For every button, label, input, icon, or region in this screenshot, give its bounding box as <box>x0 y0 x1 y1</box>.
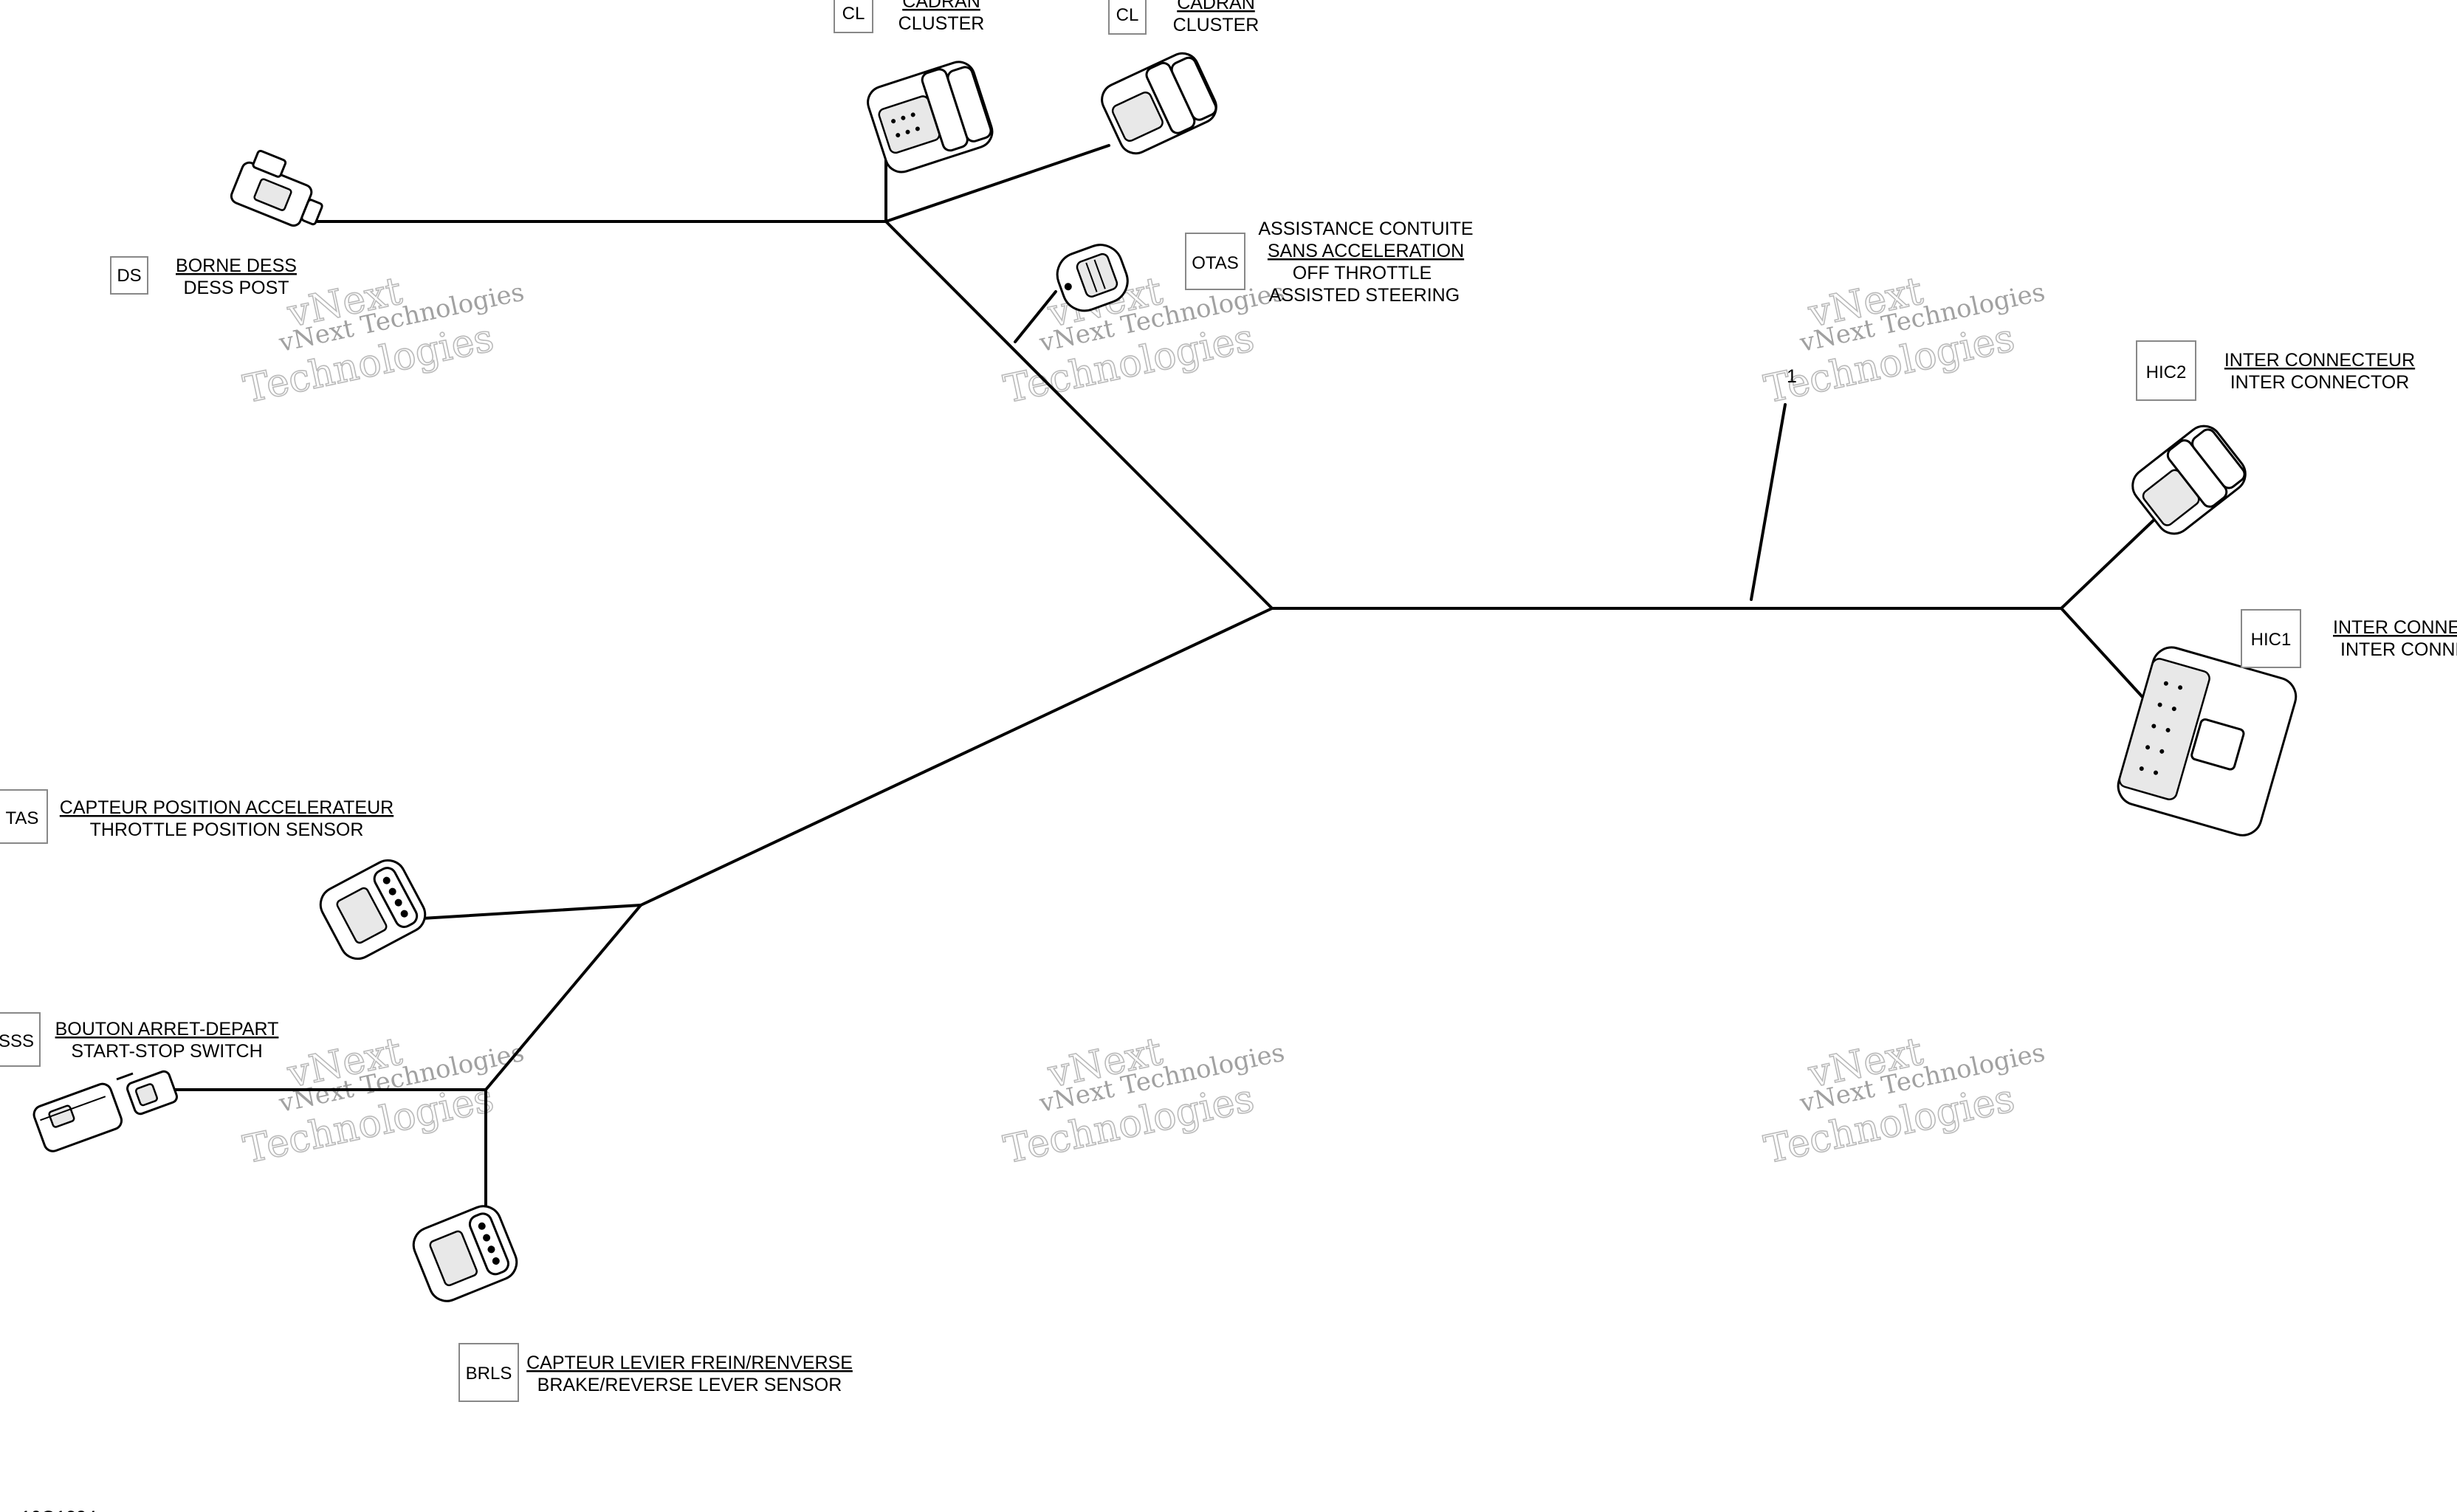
label-ds-fr: BORNE DESS <box>176 255 297 276</box>
wire-lower-branch <box>484 904 642 1091</box>
label-brls: BRLS CAPTEUR LEVIER FREIN/RENVERSE BRAKE… <box>458 1343 853 1402</box>
label-otas-fr2: SANS ACCELERATION <box>1268 241 1464 261</box>
connector-cl1-drawing <box>867 61 994 173</box>
figure-id: 10G1234 <box>21 1508 97 1512</box>
label-brls-en: BRAKE/REVERSE LEVER SENSOR <box>537 1375 842 1395</box>
code-box-cl2 <box>1108 0 1147 35</box>
code-box-hic2 <box>2136 340 2196 401</box>
wire-main-lower <box>639 607 1274 907</box>
label-hic2-en: INTER CONNECTOR <box>2230 372 2410 393</box>
wire-tas <box>408 904 642 921</box>
connector-otas-drawing <box>1056 244 1129 312</box>
label-hic2-fr: INTER CONNECTEUR <box>2224 350 2415 371</box>
wire-hic1 <box>2060 607 2151 707</box>
label-tas-fr: CAPTEUR POSITION ACCELERATEUR <box>60 797 394 818</box>
code-cl1: CL <box>842 4 865 24</box>
label-sss: SSS BOUTON ARRET-DEPART START-STOP SWITC… <box>0 1012 279 1067</box>
label-cl2: CL CADRAN CLUSTER <box>1108 0 1260 35</box>
code-otas: OTAS <box>1192 253 1239 273</box>
code-box-brls <box>458 1343 519 1402</box>
code-box-ds <box>110 256 148 295</box>
label-hic1: HIC1 INTER CONNE INTER CONNE <box>2241 609 2457 668</box>
label-ds-en: DESS POST <box>183 278 289 298</box>
code-ds: DS <box>117 266 141 286</box>
label-cl1-en: CLUSTER <box>898 13 985 34</box>
watermark: vNext vNext Technologies Technologies vN… <box>239 269 2047 1173</box>
wire-otas <box>1014 290 1057 343</box>
connector-tas-drawing <box>319 859 427 961</box>
label-cl2-en: CLUSTER <box>1173 15 1260 35</box>
code-hic2: HIC2 <box>2146 362 2187 382</box>
connector-hic1-drawing <box>2117 646 2298 836</box>
connector-cl2-drawing <box>1101 52 1217 155</box>
harness-wires <box>170 144 2159 1234</box>
code-brls: BRLS <box>466 1364 512 1384</box>
label-hic2: HIC2 INTER CONNECTEUR INTER CONNECTOR <box>2136 340 2415 401</box>
label-otas: OTAS ASSISTANCE CONTUITE SANS ACCELERATI… <box>1185 219 1474 306</box>
connector-hic2-drawing <box>2131 425 2247 535</box>
code-box-sss <box>0 1012 41 1067</box>
label-tas: TAS CAPTEUR POSITION ACCELERATEUR THROTT… <box>0 789 394 844</box>
label-cl2-fr: CADRAN <box>1177 0 1255 13</box>
code-box-tas <box>0 789 48 844</box>
label-cl1: CL CADRAN CLUSTER <box>834 0 984 34</box>
label-sss-fr: BOUTON ARRET-DEPART <box>55 1019 279 1040</box>
label-ds: DS BORNE DESS DESS POST <box>110 255 297 298</box>
label-tas-en: THROTTLE POSITION SENSOR <box>90 819 364 840</box>
label-brls-fr: CAPTEUR LEVIER FREIN/RENVERSE <box>526 1353 853 1373</box>
wire-cl2 <box>884 144 1110 223</box>
code-sss: SSS <box>0 1031 34 1051</box>
label-otas-en2: ASSISTED STEERING <box>1269 285 1460 306</box>
code-box-cl1 <box>834 0 873 33</box>
label-hic1-en: INTER CONNE <box>2340 639 2457 660</box>
label-otas-fr1: ASSISTANCE CONTUITE <box>1258 219 1473 239</box>
wire-hic2 <box>2060 515 2159 610</box>
label-cl1-fr: CADRAN <box>902 0 980 12</box>
code-hic1: HIC1 <box>2251 630 2292 650</box>
code-box-otas <box>1185 233 1245 290</box>
label-hic1-fr: INTER CONNE <box>2333 617 2457 638</box>
code-box-hic1 <box>2241 609 2301 668</box>
callout-number: 1 <box>1787 366 1797 387</box>
connector-ds-drawing <box>230 149 323 227</box>
wire-main-upper <box>884 220 1274 610</box>
wire-callout-1 <box>1750 403 1787 601</box>
label-sss-en: START-STOP SWITCH <box>71 1041 262 1062</box>
code-tas: TAS <box>6 808 39 828</box>
connector-brls-drawing <box>412 1205 518 1302</box>
label-otas-en1: OFF THROTTLE <box>1293 263 1432 284</box>
code-cl2: CL <box>1116 5 1139 25</box>
connector-sss-drawing <box>32 1070 178 1152</box>
